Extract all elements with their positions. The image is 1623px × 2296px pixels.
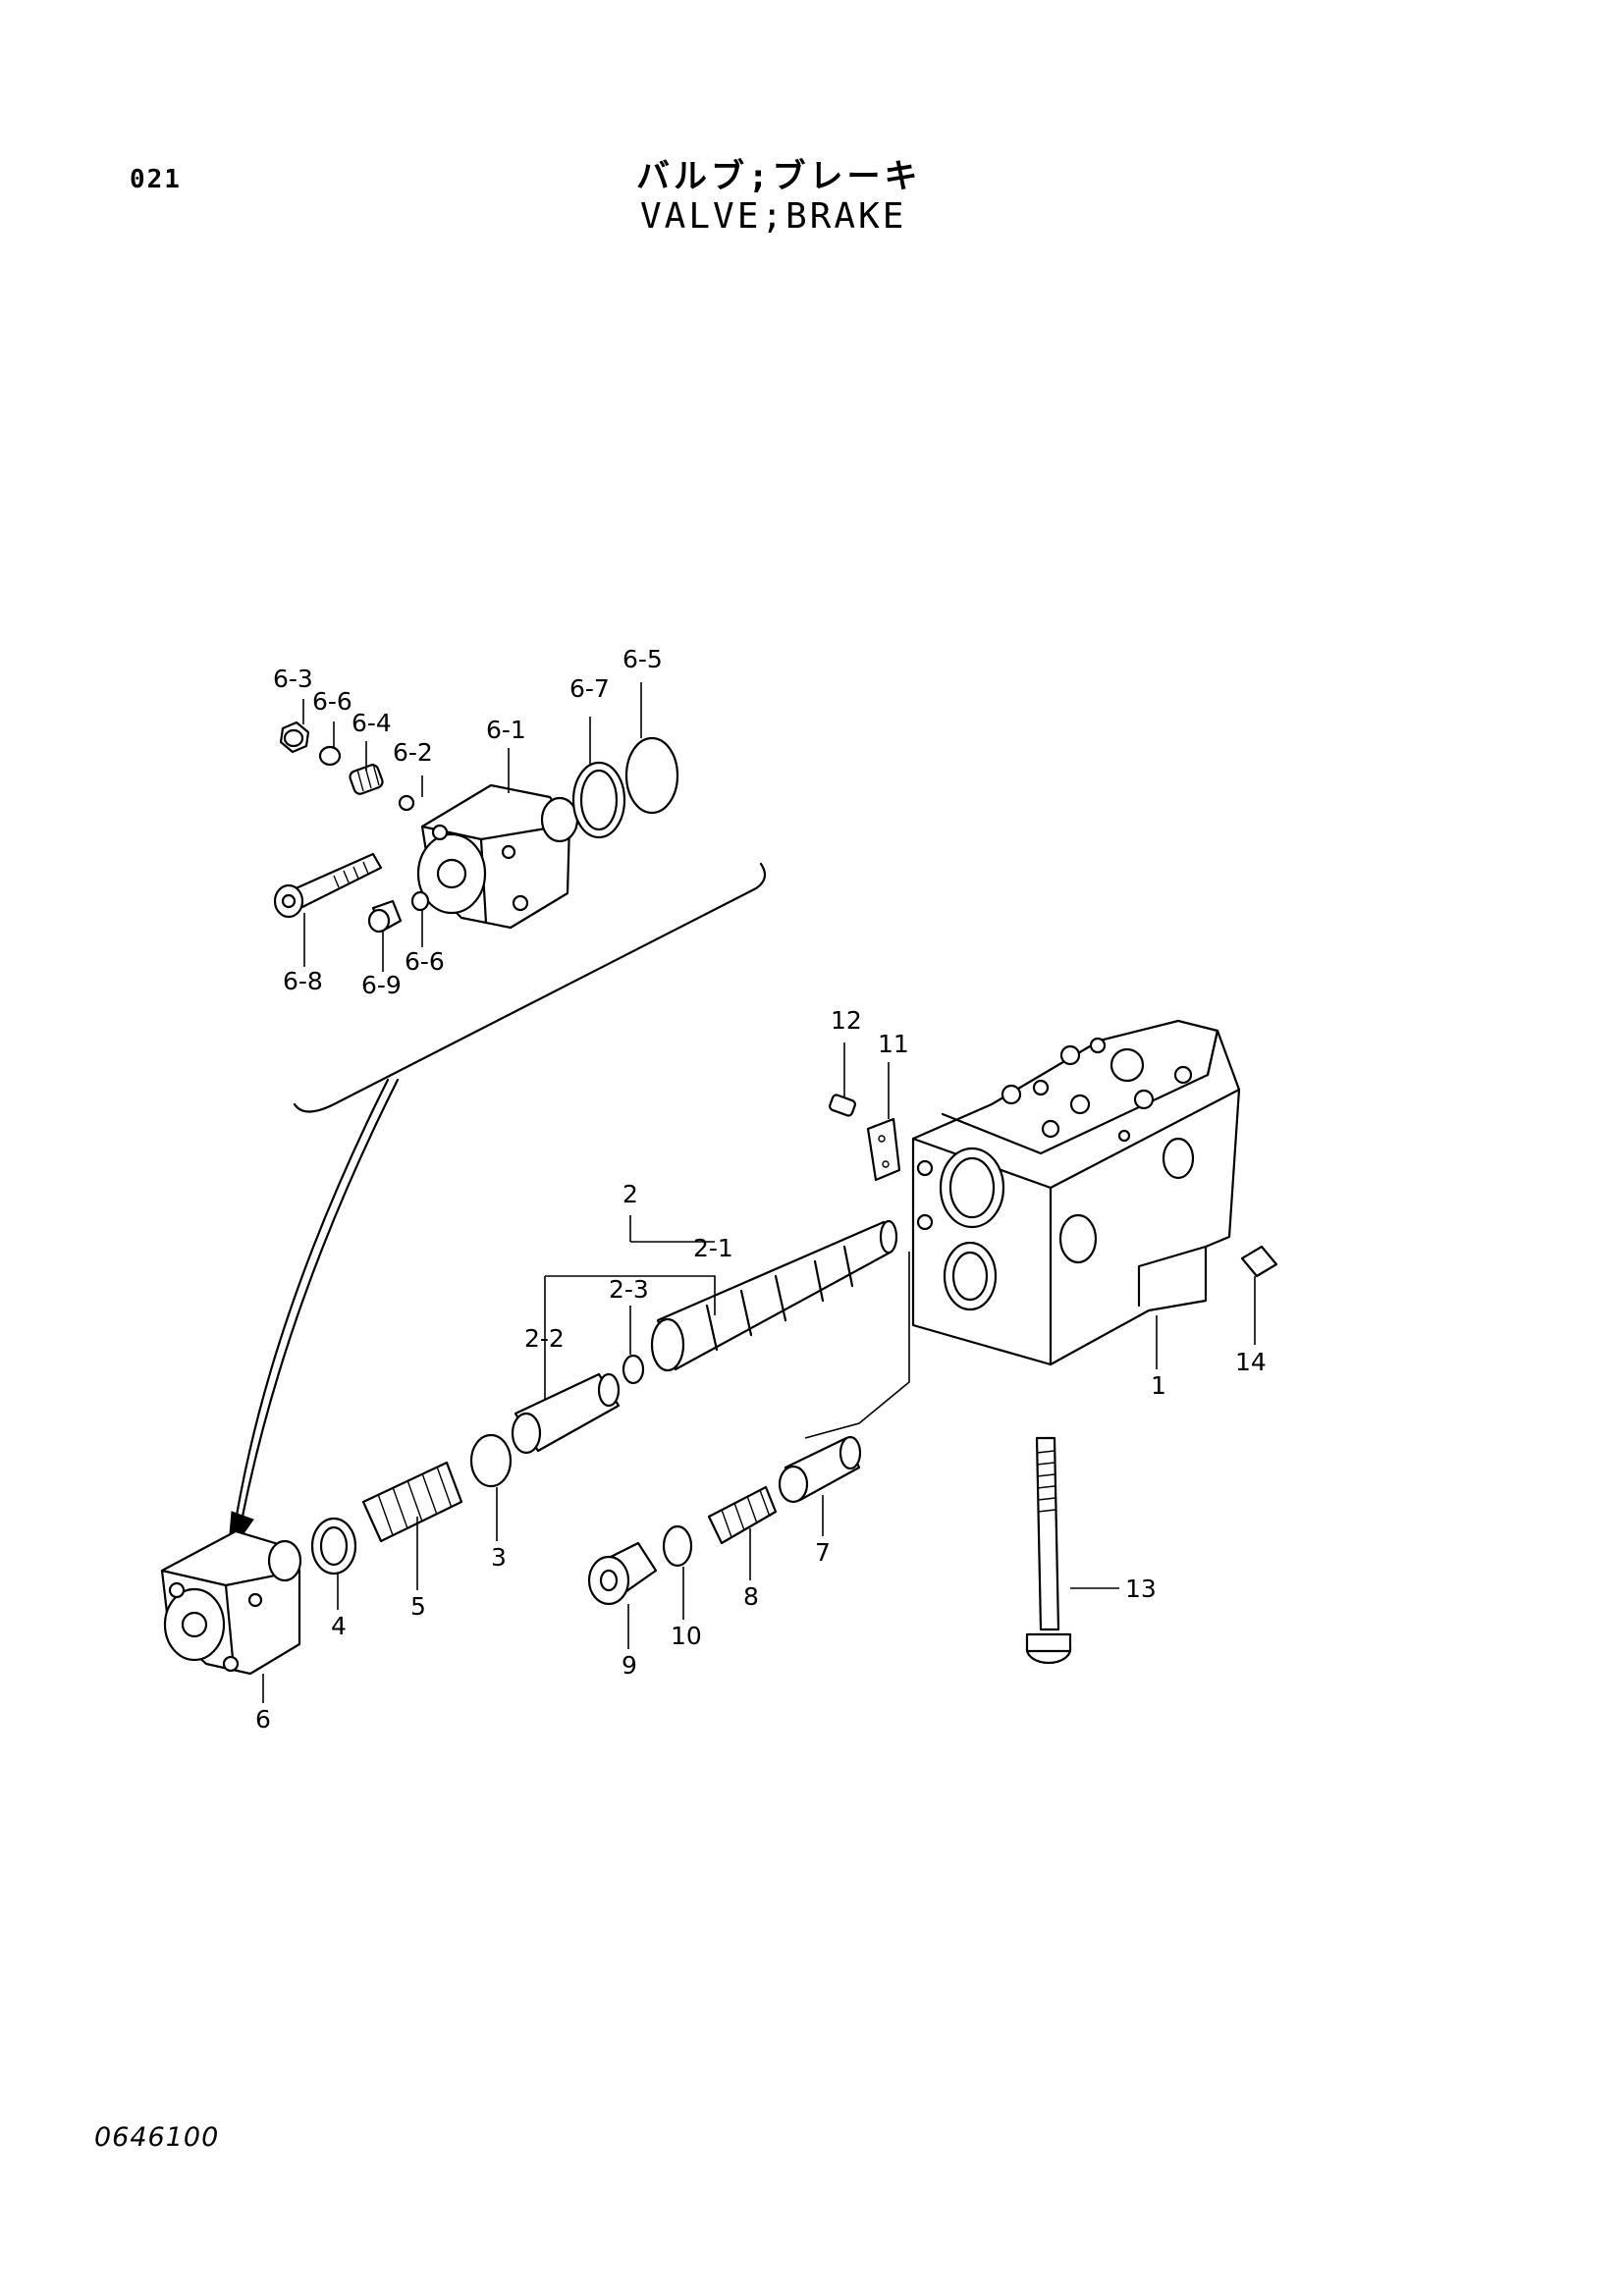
callout-8: 8 (743, 1582, 759, 1611)
leader-lines (262, 682, 1256, 1703)
part-7-sleeve (778, 1435, 862, 1504)
callout-2-3: 2-3 (609, 1275, 649, 1304)
part-6-7-ring (571, 761, 626, 839)
callout-3: 3 (491, 1543, 507, 1572)
part-12-screw (829, 1094, 856, 1117)
callout-2: 2 (622, 1180, 638, 1208)
callout-7: 7 (815, 1538, 831, 1567)
part-6-5-oring (624, 736, 679, 815)
page-title: VALVE;BRAKE (640, 196, 907, 237)
part-14-plug (1240, 1245, 1278, 1278)
callout-4: 4 (331, 1612, 347, 1640)
part-6-3-plug (279, 721, 310, 754)
part-6-8-bolt (273, 852, 383, 919)
part-10-oring (662, 1524, 693, 1568)
part-13-bolt (1025, 1436, 1072, 1665)
callout-1: 1 (1151, 1371, 1166, 1400)
part-8-spring (707, 1485, 778, 1545)
callout-6-9: 6-9 (361, 971, 402, 999)
inset-arrow (239, 1078, 400, 1528)
part-11-plate (866, 1117, 901, 1182)
callout-6-6-lower: 6-6 (405, 947, 445, 976)
callout-labels: 6-3 6-6 6-4 6-2 6-1 6-7 6-5 6-8 6-9 6-6 … (255, 645, 1267, 1734)
callout-2-2: 2-2 (524, 1324, 565, 1353)
part-6-2-ball (398, 794, 415, 812)
part-6-6-oring (318, 745, 342, 767)
callout-6-7: 6-7 (569, 674, 610, 703)
callout-5: 5 (410, 1592, 426, 1621)
callout-13: 13 (1125, 1575, 1157, 1603)
callout-6: 6 (255, 1705, 271, 1734)
inset-cover-assembly (227, 721, 767, 1558)
part-9-plug (587, 1541, 658, 1606)
callout-9: 9 (622, 1651, 637, 1680)
callout-10: 10 (671, 1622, 702, 1650)
page-number: 021 (130, 165, 182, 194)
callout-6-4: 6-4 (352, 709, 392, 737)
inset-bracket (293, 862, 767, 1113)
part-2-2-sleeve (511, 1372, 621, 1455)
part-5-spring (361, 1461, 463, 1543)
callout-6-2: 6-2 (393, 738, 433, 767)
callout-6-1: 6-1 (486, 716, 526, 744)
part-4-ring (310, 1517, 357, 1575)
drawing-number: 0646100 (94, 2122, 220, 2153)
callout-2-1: 2-1 (693, 1234, 733, 1262)
callout-6-8: 6-8 (283, 967, 323, 995)
callout-12: 12 (831, 1006, 862, 1035)
part-6-9-plug (367, 899, 403, 934)
part-2-1-spool (650, 1219, 898, 1372)
part-6-cover (160, 1529, 302, 1676)
part-1-valve-body (911, 1019, 1241, 1366)
callout-14: 14 (1235, 1348, 1267, 1376)
callout-6-5: 6-5 (622, 645, 663, 673)
callout-11: 11 (878, 1030, 909, 1058)
part-6-6-oring-lower (410, 890, 430, 912)
part-3-ring (469, 1433, 513, 1488)
part-2-3-oring (622, 1354, 645, 1385)
page-title-japanese: バルブ;ブレーキ (636, 157, 922, 196)
part-6-1-cover (416, 783, 579, 930)
callout-6-6: 6-6 (312, 687, 352, 716)
callout-6-3: 6-3 (273, 665, 313, 693)
